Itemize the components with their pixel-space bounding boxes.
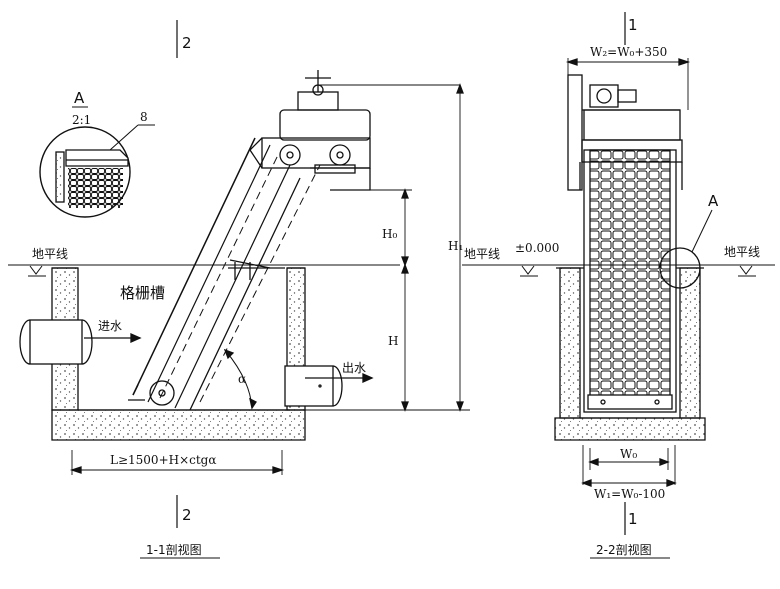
level-label: ±0.000 <box>515 241 559 255</box>
left-section-view <box>8 20 470 559</box>
section-mark-2-top: 2 <box>182 34 192 52</box>
inlet-label: 进水 <box>98 319 122 333</box>
section-mark-2-bottom: 2 <box>182 506 192 524</box>
bottom-width-dimension: W₁=W₀-100 <box>594 487 665 501</box>
dim-h0: H₀ <box>382 227 397 241</box>
ground-line-label-right: 地平线 <box>724 245 760 259</box>
length-dimension: L≥1500+H×ctgα <box>110 453 216 467</box>
caption-2-2: 2-2剖视图 <box>596 542 652 557</box>
section-mark-1-bottom: 1 <box>628 510 638 528</box>
right-section-view <box>462 12 775 559</box>
detail-ref-a-right: A <box>708 192 719 210</box>
section-mark-1-top: 1 <box>628 16 638 34</box>
outlet-label: 出水 <box>342 361 366 375</box>
detail-ref-a-left: A <box>74 89 85 107</box>
ground-line-label-left: 地平线 <box>32 247 68 261</box>
top-width-dimension: W₂=W₀+350 <box>590 45 667 59</box>
channel-label: 格栅槽 <box>120 284 165 302</box>
detail-scale: 2:1 <box>72 113 91 127</box>
dim-w0: W₀ <box>620 447 637 461</box>
detail-part-number: 8 <box>140 110 148 124</box>
dim-h1: H₁ <box>448 239 463 253</box>
dim-h: H <box>388 334 398 348</box>
caption-1-1: 1-1剖视图 <box>146 542 202 557</box>
ground-line-label-mid: 地平线 <box>464 247 500 261</box>
angle-label: α <box>238 372 246 386</box>
